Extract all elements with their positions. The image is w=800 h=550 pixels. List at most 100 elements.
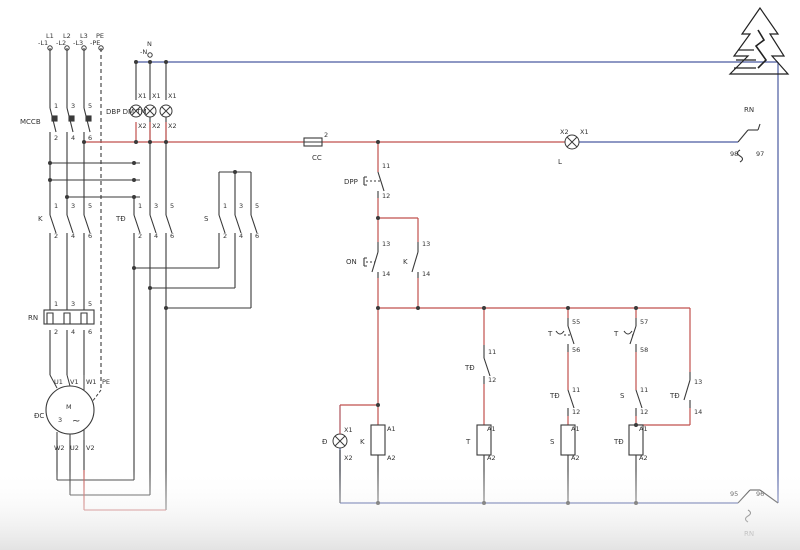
stop-button-dpp xyxy=(363,171,385,198)
term-td-2: 2 xyxy=(138,232,142,240)
label-td-power: TĐ xyxy=(115,215,126,223)
label-t-contact-2: T xyxy=(613,330,619,338)
label-coil-td: TĐ xyxy=(613,438,624,446)
term-dpp-12: 12 xyxy=(382,192,390,200)
term-td-4: 4 xyxy=(154,232,158,240)
term-td-i-11: 11 xyxy=(572,386,580,394)
supply-labels: L1 L2 L3 PE N -L1 -L2 -L3 -PE -N xyxy=(38,32,152,56)
label-dbp-group: DBP DM TM xyxy=(106,108,147,116)
term-tm-x1: X1 xyxy=(168,92,177,100)
term-pe: PE xyxy=(102,378,110,386)
terminal-labels: 1 3 5 2 4 6 1 3 5 2 4 6 1 3 5 2 4 6 1 3 … xyxy=(54,92,764,498)
term-t-55: 55 xyxy=(572,318,580,326)
term-v2: V2 xyxy=(86,444,95,452)
motor-m-label: M xyxy=(66,403,72,411)
term-td-11: 11 xyxy=(488,348,496,356)
label-coil-s: S xyxy=(550,438,555,446)
term-rn-5: 5 xyxy=(88,300,92,308)
term-rn-98: 98 xyxy=(730,150,738,158)
term-t-a1: A1 xyxy=(487,425,496,433)
term-rn-1: 1 xyxy=(54,300,58,308)
td-nc-contact xyxy=(483,345,491,384)
label-k-hold: K xyxy=(403,258,408,266)
label-l3: L3 xyxy=(80,32,88,40)
term-mccb-1: 1 xyxy=(54,102,58,110)
term-k-6: 6 xyxy=(88,232,92,240)
term-dbp-x1: X1 xyxy=(138,92,147,100)
coils xyxy=(370,424,644,456)
term-dm-x2: X2 xyxy=(152,122,161,130)
label-l2-minus: -L2 xyxy=(56,39,66,47)
start-button-on xyxy=(363,242,419,278)
term-td-a1: A1 xyxy=(639,425,648,433)
term-rn-97: 97 xyxy=(756,150,764,158)
label-s-interlock: S xyxy=(620,392,625,400)
lamp-d xyxy=(332,405,348,449)
term-td-6: 6 xyxy=(170,232,174,240)
term-s-2: 2 xyxy=(223,232,227,240)
rn-aux-top xyxy=(736,123,761,163)
term-k-a2: A2 xyxy=(387,454,396,462)
main-contacts xyxy=(49,205,258,240)
label-coil-t: T xyxy=(465,438,471,446)
label-pe: PE xyxy=(96,32,104,40)
phase-line xyxy=(84,122,691,426)
label-l3-minus: -L3 xyxy=(73,39,83,47)
timer-contacts xyxy=(555,318,637,352)
term-w2: W2 xyxy=(54,444,65,452)
motor-phase-label: 3 xyxy=(58,416,62,424)
term-t-57: 57 xyxy=(640,318,648,326)
term-l-x2: X2 xyxy=(560,128,569,136)
term-td-a2: A2 xyxy=(639,454,648,462)
term-s-3: 3 xyxy=(239,202,243,210)
label-dpp: DPP xyxy=(344,178,358,186)
pine-tree-lightning-logo xyxy=(728,6,790,75)
label-on: ON xyxy=(346,258,357,266)
term-t-a2: A2 xyxy=(487,454,496,462)
term-u1: U1 xyxy=(54,378,63,386)
term-s-1: 1 xyxy=(223,202,227,210)
label-l2: L2 xyxy=(63,32,71,40)
label-td-interlock: TĐ xyxy=(549,392,560,400)
term-k-1: 1 xyxy=(54,202,58,210)
term-mccb-3: 3 xyxy=(71,102,75,110)
term-dm-x1: X1 xyxy=(152,92,161,100)
label-lamp-l: L xyxy=(558,158,562,166)
label-l1: L1 xyxy=(46,32,54,40)
lamp-l xyxy=(564,134,580,150)
label-l1-minus: -L1 xyxy=(38,39,48,47)
term-s-a1: A1 xyxy=(571,425,580,433)
term-l-x1: X1 xyxy=(580,128,589,136)
term-on-13: 13 xyxy=(382,240,390,248)
motor: M 3 ~ xyxy=(45,374,102,440)
term-k-5: 5 xyxy=(88,202,92,210)
term-cc-2: 2 xyxy=(324,131,328,139)
term-k-a1: A1 xyxy=(387,425,396,433)
motor-tilde-label: ~ xyxy=(72,416,80,427)
label-t-contact-1: T xyxy=(547,330,553,338)
term-s-4: 4 xyxy=(239,232,243,240)
term-rn-6: 6 xyxy=(88,328,92,336)
label-rn: RN xyxy=(28,314,38,322)
term-d-x1: X1 xyxy=(344,426,353,434)
term-td-h-13: 13 xyxy=(694,378,702,386)
label-coil-k: K xyxy=(360,438,365,446)
neutral-line xyxy=(136,61,779,504)
term-t-56: 56 xyxy=(572,346,580,354)
term-w1: W1 xyxy=(86,378,97,386)
label-cc: CC xyxy=(312,154,322,162)
label-n-minus: -N xyxy=(140,48,147,56)
term-rn-3: 3 xyxy=(71,300,75,308)
label-pe-minus: -PE xyxy=(90,39,100,47)
term-td-1: 1 xyxy=(138,202,142,210)
indicator-lamps-top xyxy=(129,104,173,118)
bottom-fade xyxy=(0,470,800,550)
term-k-3: 3 xyxy=(71,202,75,210)
label-s-power: S xyxy=(204,215,209,223)
term-rn-2: 2 xyxy=(54,328,58,336)
mccb-breaker xyxy=(49,107,92,140)
term-dbp-x2: X2 xyxy=(138,122,147,130)
term-k-2: 2 xyxy=(54,232,58,240)
term-s-5: 5 xyxy=(255,202,259,210)
term-td-5: 5 xyxy=(170,202,174,210)
